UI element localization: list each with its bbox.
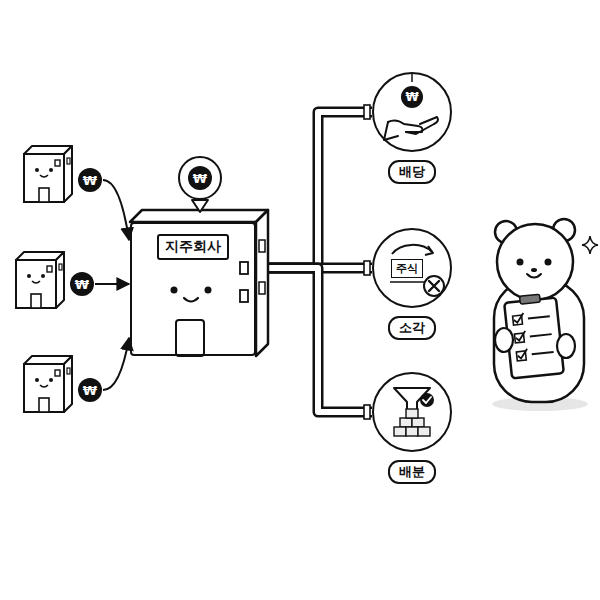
holding-building-art-part: [240, 290, 248, 302]
holding-building-art-part: [176, 320, 204, 356]
flow-arrow-part: [95, 283, 129, 285]
flow-arrow: [103, 338, 129, 390]
bear-mascot-part: [557, 334, 575, 358]
small-building-part: [24, 146, 72, 202]
pipe-connector-part: [256, 112, 372, 268]
cancel-icon-part: [425, 246, 433, 255]
stock-certificate: 주식: [391, 259, 423, 278]
holding-building-art-part: [184, 298, 198, 302]
allocation-funnel: [394, 388, 434, 436]
holding-building-art-part: [240, 262, 248, 274]
pipe-connector-part: [364, 405, 370, 419]
holding-building-art-part: [205, 287, 212, 294]
coin-symbol: ₩: [401, 86, 423, 108]
bear-mascot-part: [527, 274, 541, 278]
cancel-icon-part: [424, 276, 444, 296]
bear-mascot-part-part: [513, 313, 528, 359]
bear-mascot-part: [545, 259, 552, 266]
small-building: [16, 146, 72, 412]
allocation-funnel-part: [394, 427, 406, 436]
holding-building-art-part: [256, 210, 268, 356]
label-pill: 배당: [388, 160, 436, 184]
allocation-funnel-part: [406, 409, 418, 418]
bear-mascot-part: [531, 268, 537, 272]
bear-mascot-part: [497, 224, 573, 300]
holding-building-art-part: [259, 282, 265, 294]
dividend-hand-part: [406, 117, 438, 134]
pipe-connector-part: [364, 105, 370, 119]
bear-mascot-part-part: [528, 316, 554, 354]
dividend-hand: [384, 74, 438, 140]
label-pill: 소각: [388, 316, 436, 340]
bear-mascot-part: [494, 280, 584, 402]
allocation-funnel-part: [406, 427, 418, 436]
coin-badge: ₩: [70, 272, 94, 296]
allocation-funnel-part: [418, 427, 430, 436]
label-pill: 배분: [388, 460, 436, 484]
flow-arrow: [95, 284, 129, 285]
holding-building: 지주회사: [130, 222, 256, 356]
coin-symbol: ₩: [188, 166, 212, 190]
coin-badge: ₩: [78, 168, 102, 192]
pipe-connector-part: [256, 268, 372, 412]
icon-circle: ₩배당: [372, 72, 452, 152]
coin-symbol: ₩: [83, 384, 97, 397]
pipe-connector-part: [364, 261, 370, 275]
cancel-icon: [390, 245, 444, 296]
pipe-connector-part: [256, 268, 372, 412]
dividend-hand-part: [384, 122, 398, 140]
holding-building-art-part: [259, 240, 265, 252]
small-building-part: [24, 356, 72, 412]
bear-mascot-part: [517, 259, 524, 266]
small-building-part: [16, 252, 64, 308]
cancel-icon-part: [392, 245, 432, 254]
icon-circle: 주식소각: [372, 228, 452, 308]
cancel-icon-part: [429, 281, 439, 291]
holding-building-art-part: [192, 200, 208, 212]
allocation-funnel-part: [420, 393, 434, 407]
holding-building-art: [130, 200, 268, 356]
pipe-connector: [256, 105, 372, 268]
bear-mascot-part: [495, 328, 513, 352]
allocation-funnel-part: [423, 397, 431, 403]
speech-bubble: ₩: [178, 156, 222, 200]
pipe-connector-part: [256, 112, 372, 268]
bear-mascot-part: [582, 236, 598, 254]
flow-arrow: [103, 180, 129, 240]
allocation-funnel-part: [400, 418, 412, 427]
coin-symbol: ₩: [83, 174, 97, 187]
coin-badge: ₩: [78, 378, 102, 402]
bear-mascot: [492, 219, 598, 411]
icon-circle: 배분: [372, 372, 452, 452]
coin-symbol: ₩: [75, 278, 89, 291]
pipe-connector: [256, 268, 372, 419]
flow-arrow-part: [103, 180, 129, 240]
allocation-funnel-part: [412, 418, 424, 427]
bear-mascot-part-part: [520, 294, 541, 304]
holding-building-art-part: [171, 287, 178, 294]
flow-arrow-part: [103, 338, 129, 390]
building-sign: 지주회사: [157, 234, 229, 260]
dividend-hand-part: [411, 74, 413, 82]
dividend-hand-part: [388, 120, 423, 132]
